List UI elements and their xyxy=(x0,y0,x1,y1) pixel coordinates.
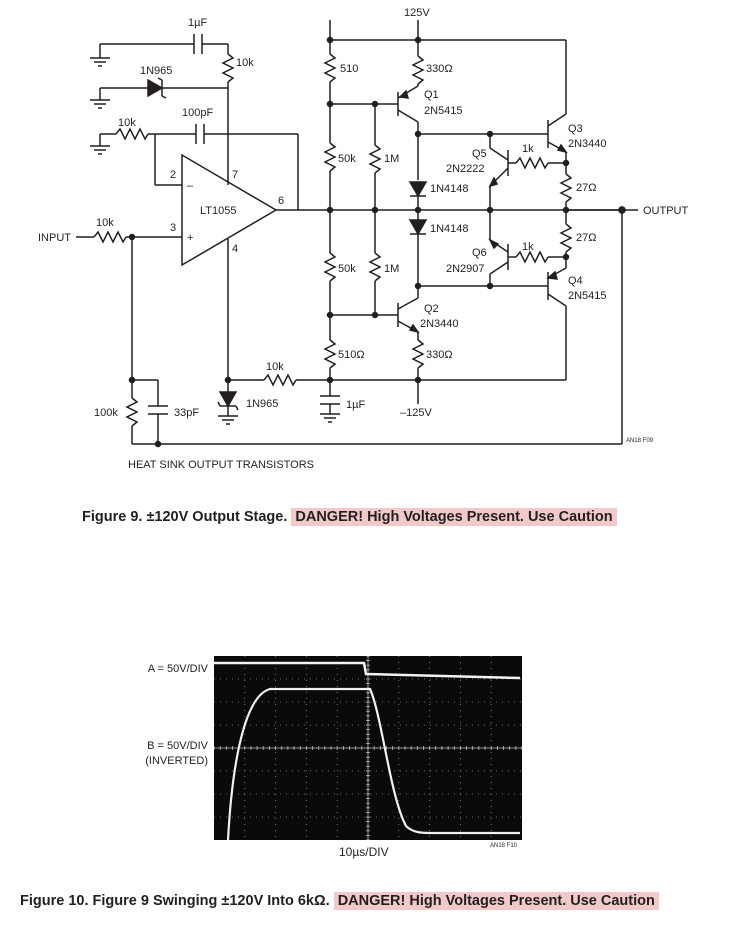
ground-symbol xyxy=(90,134,110,155)
label-330-bot: 330Ω xyxy=(426,349,453,361)
zener-1n965-bottom xyxy=(217,373,330,412)
label-q4: Q4 xyxy=(568,275,583,287)
ground-symbol xyxy=(218,412,238,425)
transistor-q3 xyxy=(490,40,568,174)
label-1n965-b: 1N965 xyxy=(246,398,278,410)
label-output: OUTPUT xyxy=(643,205,689,217)
capacitor-1uf-top xyxy=(100,34,228,54)
scope-timebase: 10µs/DIV xyxy=(339,845,389,859)
caption-figure-9-warning: DANGER! High Voltages Present. Use Cauti… xyxy=(291,508,617,526)
label-1m-top: 1M xyxy=(384,153,399,165)
resistor-1k-bottom xyxy=(508,250,570,264)
label-10k-input: 10k xyxy=(96,217,114,229)
scope-fig-id: AN18 F10 xyxy=(490,843,518,849)
label-r510: 510 xyxy=(340,63,358,75)
label-10k-fb: 10k xyxy=(236,57,254,69)
label-50k-bot: 50k xyxy=(338,263,356,275)
label-q6: Q6 xyxy=(472,247,487,259)
label-10k-inv: 10k xyxy=(118,117,136,129)
opamp-lt1055 xyxy=(181,153,330,380)
ground-symbol xyxy=(90,88,110,109)
label-q5-part: 2N2222 xyxy=(446,163,485,175)
label-q2-part: 2N3440 xyxy=(420,318,459,330)
label-1k-top: 1k xyxy=(522,143,534,155)
label-pin3: 3 xyxy=(170,222,176,234)
label-1n4148-bot: 1N4148 xyxy=(430,223,469,235)
label-33pf: 33pF xyxy=(174,407,199,419)
label-input: INPUT xyxy=(38,232,71,244)
resistor-10k-vertical xyxy=(221,44,235,185)
label-opamp: LT1055 xyxy=(200,205,237,217)
label-27-top: 27Ω xyxy=(576,182,596,194)
schematic-figure-9: 1µF 125V 1N965 10k 510 330Ω Q1 2N5415 10… xyxy=(38,7,689,471)
caption-figure-10-main: Figure 10. Figure 9 Swinging ±120V Into … xyxy=(20,893,330,909)
resistor-27-top xyxy=(559,173,573,203)
capacitor-100pf xyxy=(154,124,299,210)
label-q5: Q5 xyxy=(472,148,487,160)
trace-a xyxy=(214,661,521,680)
scope-label-a: A = 50V/DIV xyxy=(147,663,208,675)
label-pin7: 7 xyxy=(232,169,238,181)
label-q1: Q1 xyxy=(424,89,439,101)
label-pin2: 2 xyxy=(170,169,176,181)
label-v-neg: –125V xyxy=(400,407,432,419)
label-q2: Q2 xyxy=(424,303,439,315)
label-minus: – xyxy=(187,180,194,192)
transistor-q2 xyxy=(397,297,420,334)
label-27-bot: 27Ω xyxy=(576,232,596,244)
resistor-27-bottom xyxy=(559,223,573,253)
label-1n4148-top: 1N4148 xyxy=(430,183,469,195)
label-c-100pf: 100pF xyxy=(182,107,213,119)
ground-symbol xyxy=(90,44,110,67)
transistor-q6 xyxy=(486,210,509,290)
schematic-labels: 1µF 125V 1N965 10k 510 330Ω Q1 2N5415 10… xyxy=(38,7,689,471)
scope-label-b-inverted: (INVERTED) xyxy=(145,755,208,767)
ground-symbol xyxy=(320,410,340,423)
divider-chain xyxy=(320,20,566,410)
label-100k: 100k xyxy=(94,407,118,419)
caption-figure-10: Figure 10. Figure 9 Swinging ±120V Into … xyxy=(20,892,659,910)
transistor-q4 xyxy=(490,267,567,380)
resistor-10k-input xyxy=(76,230,182,244)
zener-1n965-top xyxy=(100,77,228,99)
label-heat-sink: HEAT SINK OUTPUT TRANSISTORS xyxy=(128,459,314,471)
trace-b xyxy=(226,687,520,840)
caption-figure-10-warning: DANGER! High Voltages Present. Use Cauti… xyxy=(333,892,659,910)
resistor-10k-inverting xyxy=(100,127,196,141)
diode-1n4148-top xyxy=(408,181,428,220)
feedback-network xyxy=(125,210,623,448)
label-v-pos: 125V xyxy=(404,7,430,19)
label-510-bot: 510Ω xyxy=(338,349,365,361)
label-q4-part: 2N5415 xyxy=(568,290,607,302)
oscilloscope-trace xyxy=(214,656,522,840)
transistor-q1 xyxy=(397,85,419,123)
label-r330-top: 330Ω xyxy=(426,63,453,75)
label-1k-bot: 1k xyxy=(522,241,534,253)
resistor-1k-top xyxy=(508,156,570,170)
label-c-1uf-top: 1µF xyxy=(188,17,207,29)
label-pin4: 4 xyxy=(232,243,238,255)
transistor-q5 xyxy=(486,130,509,210)
label-q1-part: 2N5415 xyxy=(424,105,463,117)
caption-figure-9: Figure 9. ±120V Output Stage. DANGER! Hi… xyxy=(82,508,617,526)
label-q3-part: 2N3440 xyxy=(568,138,607,150)
label-10k-bias: 10k xyxy=(266,361,284,373)
label-q6-part: 2N2907 xyxy=(446,263,485,275)
label-fig-id-9: AN18 F09 xyxy=(626,438,654,444)
label-1n965-a: 1N965 xyxy=(140,65,172,77)
label-1m-bot: 1M xyxy=(384,263,399,275)
caption-figure-9-main: Figure 9. ±120V Output Stage. xyxy=(82,509,288,525)
scope-axes xyxy=(214,656,522,840)
label-1uf-bot: 1µF xyxy=(346,399,365,411)
label-50k-top: 50k xyxy=(338,153,356,165)
label-pin6: 6 xyxy=(278,195,284,207)
label-q3: Q3 xyxy=(568,123,583,135)
label-plus: + xyxy=(187,232,193,244)
scope-label-b: B = 50V/DIV xyxy=(147,740,208,752)
